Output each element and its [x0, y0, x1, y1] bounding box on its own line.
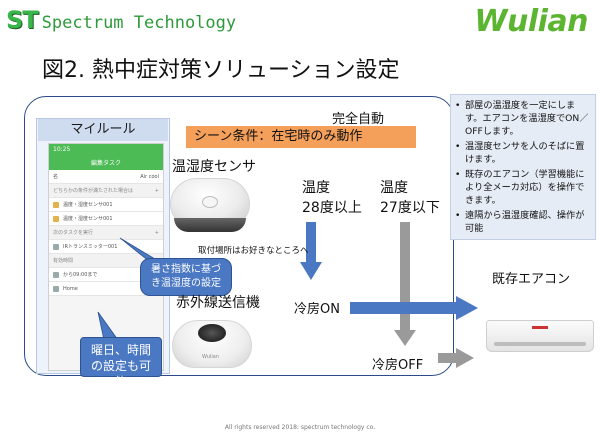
- callout-heat-index: 暑さ指数に基づき温湿度の設定: [140, 258, 232, 296]
- condition-label: 温度: [302, 180, 330, 196]
- phone-row[interactable]: 名 Air cool: [49, 170, 163, 184]
- ir-icon: [53, 243, 59, 250]
- spectrum-technology-logo: ST Spectrum Technology: [6, 6, 236, 34]
- clock-icon: [53, 271, 59, 278]
- phone-row-text: 次のタスクを実行: [53, 230, 94, 236]
- condition-label: 温度: [380, 180, 408, 196]
- condition-cooling-on: 温度 28度以上: [302, 178, 362, 218]
- arrow-down-off-head: [394, 330, 416, 346]
- ir-brand-text: Wulian: [202, 354, 219, 360]
- condition-cooling-off: 温度 27度以下: [380, 178, 440, 218]
- sensor-placement-note: 取付場所はお好きなところへ: [198, 246, 309, 256]
- aircon-label: 既存エアコン: [492, 272, 571, 287]
- phone-row[interactable]: 温度・湿度センサ001: [49, 212, 163, 226]
- arrow-right-on-head: [456, 296, 478, 320]
- sensor-icon: [53, 215, 59, 222]
- cooling-off-label: 冷房OFF: [372, 358, 424, 373]
- phone-row: 次のタスクを実行 +: [49, 226, 163, 240]
- st-logo-name: Spectrum Technology: [41, 13, 237, 33]
- arrow-right-off-head: [456, 348, 474, 368]
- phone-header-title: 編集タスク: [90, 160, 121, 167]
- feature-notes: 部屋の温湿度を一定にします。エアコンを温湿度でON／OFFします。 温湿度センサ…: [450, 94, 596, 240]
- phone-row-text: Home: [63, 285, 78, 292]
- callout-schedule: 曜日、時間の設定も可能: [80, 337, 162, 389]
- ir-lens: [198, 324, 226, 342]
- ir-transmitter-label: 赤外線送信機: [176, 295, 260, 311]
- add-icon[interactable]: +: [154, 187, 159, 194]
- note-item: 既存のエアコン（学習機能により全メーカ対応）を操作できます。: [455, 168, 591, 207]
- arrow-down-on-shaft: [306, 222, 316, 262]
- phone-row-text: IRトランスミッター001: [63, 244, 118, 250]
- aircon-vent: [494, 342, 586, 346]
- copyright-footer: All rights reserved 2018: spectrum techn…: [224, 424, 376, 431]
- arrow-down-on-head: [300, 262, 322, 280]
- scene-condition-banner: シーン条件：在宅時のみ動作: [186, 126, 416, 148]
- note-item: 遠隔から温湿度確認、操作が可能: [455, 209, 591, 235]
- page-title: 図2. 熱中症対策ソリューション設定: [42, 58, 400, 83]
- full-auto-label: 完全自動: [332, 112, 385, 127]
- condition-threshold: 27度以下: [380, 200, 440, 216]
- temperature-humidity-sensor-image: [170, 178, 250, 238]
- phone-row-right: Air cool: [140, 173, 159, 180]
- home-icon: [53, 285, 59, 292]
- phone-header: 10:25 編集タスク: [49, 144, 163, 170]
- air-conditioner-image: [486, 320, 594, 356]
- phone-row: どちらかの条件が満たされた場合は +: [49, 184, 163, 198]
- sensor-base: [174, 218, 246, 232]
- aircon-logo: [532, 326, 548, 329]
- phone-row[interactable]: 温度・湿度センサ001: [49, 198, 163, 212]
- condition-threshold: 28度以上: [302, 200, 362, 216]
- phone-row-text: どちらかの条件が満たされた場合は: [53, 188, 134, 194]
- phone-status-time: 10:25: [53, 146, 71, 153]
- my-rule-label: マイルール: [38, 119, 168, 141]
- sensor-button: [202, 196, 218, 208]
- arrow-right-off-shaft: [438, 353, 458, 363]
- phone-row-text: 温度・湿度センサ001: [63, 202, 113, 208]
- phone-row[interactable]: Home: [49, 282, 163, 296]
- phone-row-text: 温度・湿度センサ001: [63, 216, 113, 222]
- callout-pointer: [97, 311, 119, 341]
- wulian-logo: Wulian: [474, 4, 588, 39]
- sensor-icon: [53, 201, 59, 208]
- arrow-right-on-shaft: [350, 302, 458, 314]
- add-icon[interactable]: +: [154, 229, 159, 236]
- arrow-down-off-shaft: [400, 222, 410, 330]
- note-item: 温湿度センサを人のそばに置けます。: [455, 140, 591, 166]
- aircon-body: [486, 320, 594, 352]
- note-item: 部屋の温湿度を一定にします。エアコンを温湿度でON／OFFします。: [455, 99, 591, 138]
- sensor-label: 温湿度センサ: [172, 159, 256, 175]
- phone-row-text: 有効時間: [53, 258, 74, 264]
- phone-row-text: 名: [53, 174, 59, 180]
- phone-row-text: から09:00まで: [63, 272, 98, 278]
- st-logo-mark: ST: [6, 6, 39, 34]
- ir-transmitter-image: Wulian: [172, 314, 252, 374]
- cooling-on-label: 冷房ON: [294, 302, 340, 317]
- phone-row[interactable]: IRトランスミッター001: [49, 240, 163, 254]
